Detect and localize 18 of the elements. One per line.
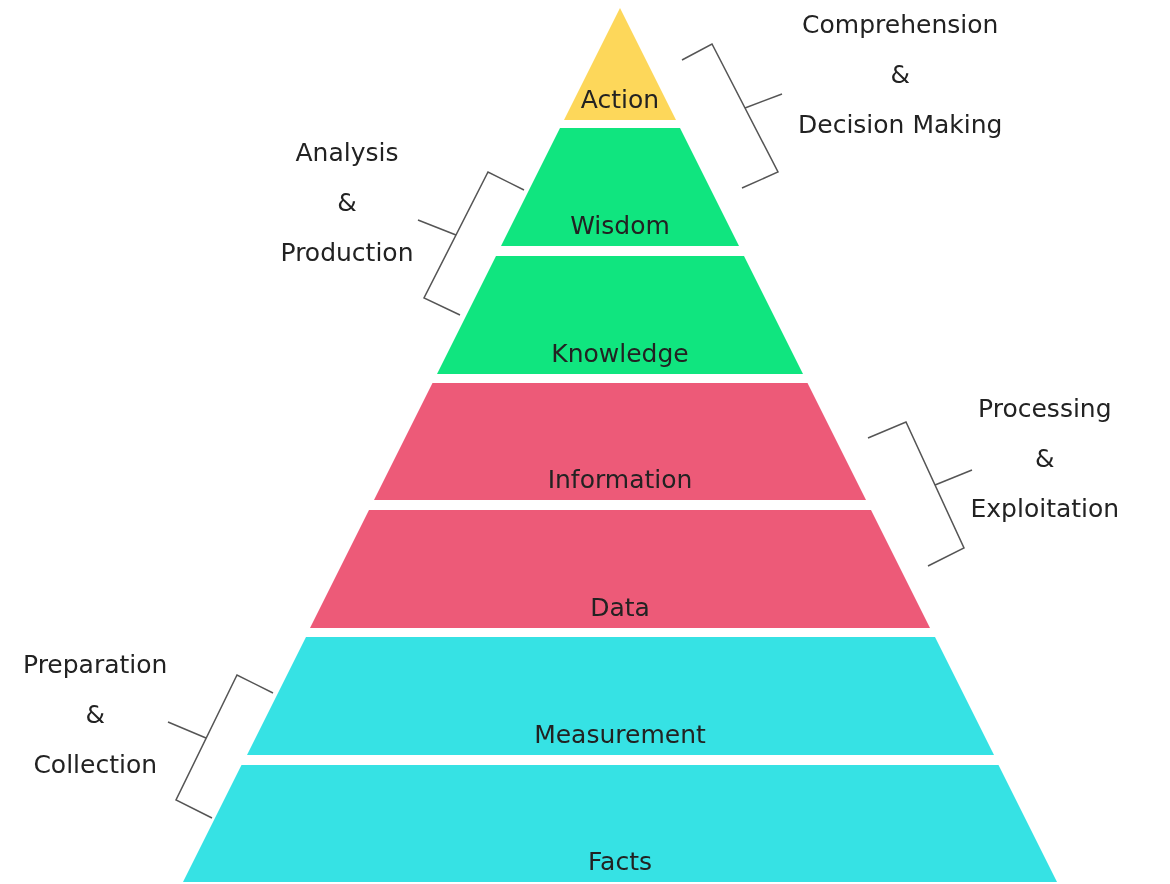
pyramid-layer bbox=[310, 510, 930, 628]
pyramid-layer bbox=[564, 8, 676, 120]
layer-label: Facts bbox=[587, 847, 653, 876]
pyramid-layer bbox=[183, 765, 1057, 882]
layer-label: Measurement bbox=[533, 720, 707, 749]
stage-label: Processing & Exploitation bbox=[970, 393, 1120, 525]
layer-label: Action bbox=[579, 85, 661, 114]
stage-label: Comprehension & Decision Making bbox=[798, 9, 1003, 141]
stage-label: Preparation & Collection bbox=[23, 649, 168, 781]
pyramid-layer bbox=[246, 637, 994, 755]
stage-label: Analysis & Production bbox=[280, 137, 414, 269]
pyramid-layer bbox=[501, 128, 739, 246]
layer-label: Data bbox=[589, 593, 651, 622]
layer-label: Knowledge bbox=[550, 339, 690, 368]
pyramid-layer bbox=[437, 256, 803, 374]
layer-label: Information bbox=[546, 465, 694, 494]
layer-label: Wisdom bbox=[569, 211, 671, 240]
pyramid-layer bbox=[374, 383, 866, 500]
